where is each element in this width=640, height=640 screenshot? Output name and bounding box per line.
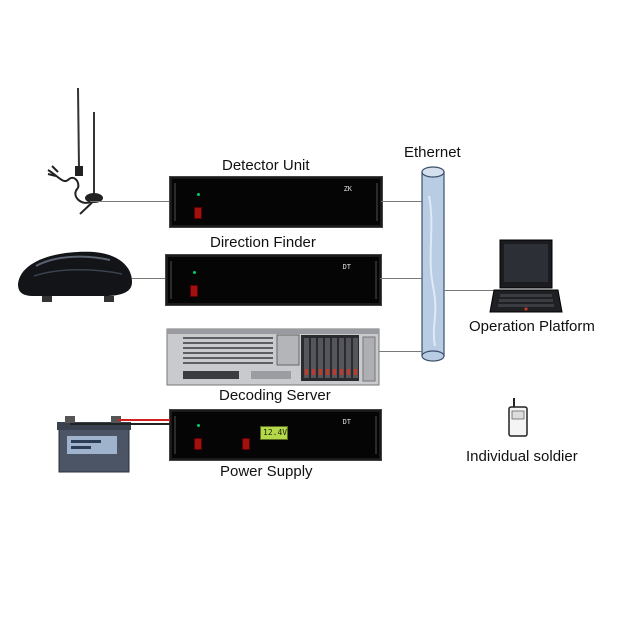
direction-finder-box: DT	[165, 254, 382, 306]
power-supply-label: Power Supply	[220, 463, 313, 480]
power-switch	[194, 438, 202, 450]
battery-icon	[57, 412, 133, 474]
rack-server-icon	[166, 328, 380, 386]
power-switch	[190, 285, 198, 297]
decoding-server-label: Decoding Server	[219, 387, 331, 404]
ethernet-to-laptop-wire	[444, 290, 496, 291]
antenna-to-detector-wire	[90, 201, 169, 202]
battery-wire-black	[70, 423, 170, 425]
detector-unit-label: Detector Unit	[222, 157, 310, 174]
individual-soldier-label: Individual soldier	[466, 448, 578, 465]
server-to-ethernet-wire	[379, 351, 422, 352]
ethernet-label: Ethernet	[404, 144, 461, 161]
direction-finder-label: Direction Finder	[210, 234, 316, 251]
voltage-display-value: 12.4V	[263, 428, 288, 437]
direction-to-ethernet-wire	[380, 278, 422, 279]
ethernet-bus	[421, 166, 445, 362]
laptop-icon	[489, 238, 563, 314]
power-panel-tag: DT	[342, 418, 351, 426]
detector-panel-tag: ZK	[343, 185, 352, 193]
operation-platform-label: Operation Platform	[469, 318, 595, 335]
power-switch	[194, 207, 202, 219]
power-supply-box: 12.4V DT	[169, 409, 382, 461]
vehicle-to-direction-wire	[132, 278, 165, 279]
vehicle-antenna-icon	[14, 248, 136, 304]
battery-wire-red	[118, 419, 170, 421]
radio-handset-icon	[506, 398, 530, 438]
voltage-display: 12.4V	[260, 426, 288, 440]
antenna-icon	[38, 84, 108, 224]
detector-unit-box: ZK	[169, 176, 383, 228]
detector-to-ethernet-wire	[381, 201, 422, 202]
direction-panel-tag: DT	[342, 263, 351, 271]
output-switch	[242, 438, 250, 450]
